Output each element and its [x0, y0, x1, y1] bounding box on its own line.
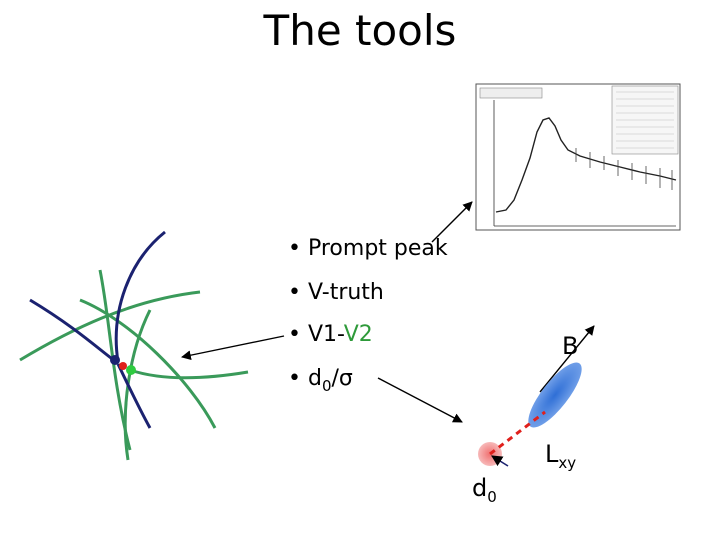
- label-d0-main: d: [472, 474, 487, 502]
- bullet-text: Prompt peak: [308, 236, 448, 261]
- bullet-v2: V2: [344, 322, 373, 347]
- label-lxy-sub: xy: [558, 454, 576, 472]
- label-b: B: [562, 332, 578, 360]
- bullet-marker: •: [288, 366, 308, 391]
- bullet-text: -truth: [322, 280, 384, 305]
- track-diagram: [20, 232, 248, 460]
- label-lxy-main: L: [545, 440, 558, 468]
- bullet-prompt-peak: • Prompt peak: [288, 236, 448, 261]
- track-navy-1: [116, 232, 165, 362]
- bullet-text: /σ: [332, 366, 353, 391]
- bullet-marker: •: [288, 322, 308, 347]
- label-lxy: Lxy: [545, 440, 576, 472]
- bullet-v-truth: • V-truth: [288, 280, 384, 305]
- bullet-marker: •: [288, 280, 308, 305]
- bullet-sub: 0: [322, 377, 332, 395]
- arrow-to-vertex: [182, 336, 284, 357]
- secondary-vertex-ellipse: [520, 355, 590, 434]
- histogram-thumbnail: [476, 84, 680, 230]
- label-d0: d0: [472, 474, 497, 506]
- vertex-navy: [110, 355, 120, 365]
- vertex-red: [119, 362, 127, 370]
- bullet-d: d: [308, 366, 322, 391]
- bullet-v1: V1-: [308, 322, 344, 347]
- bullet-marker: •: [288, 236, 308, 261]
- bullet-d0-sigma: • d0/σ: [288, 366, 353, 395]
- bullet-v: V: [308, 280, 322, 305]
- label-d0-sub: 0: [487, 488, 497, 506]
- track-green-5: [130, 370, 248, 378]
- vertex-green: [126, 365, 136, 375]
- bullet-v1-v2: • V1-V2: [288, 322, 373, 347]
